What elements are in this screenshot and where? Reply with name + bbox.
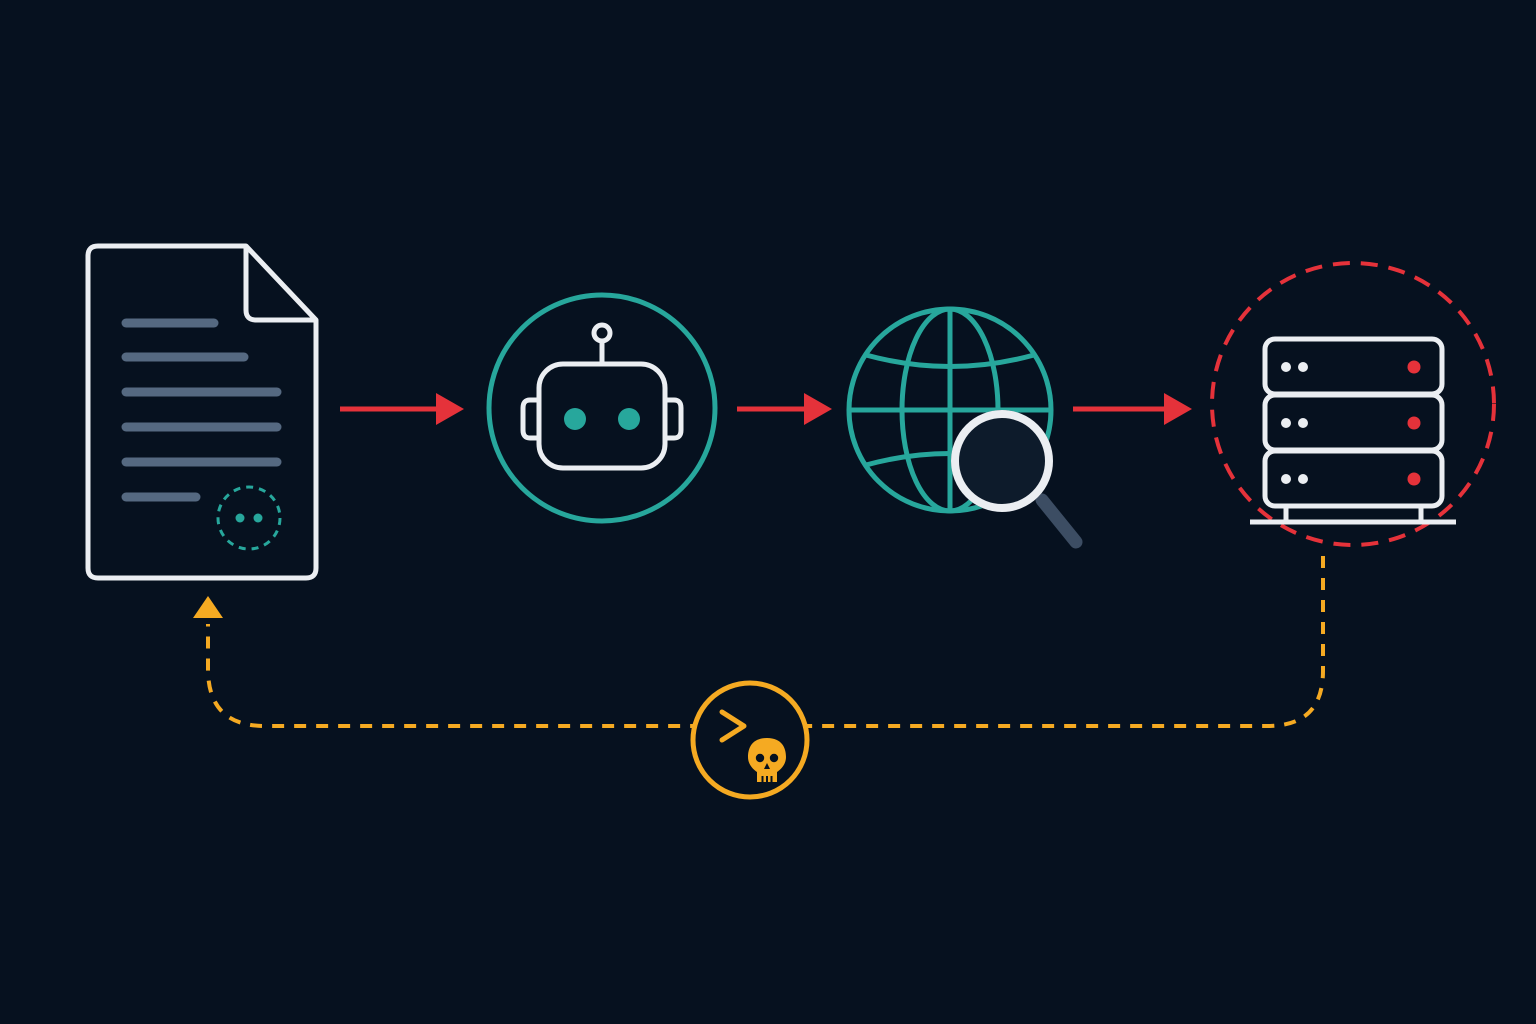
magnifier-icon <box>951 410 1083 549</box>
server-rack-icon <box>1210 261 1496 547</box>
document-icon <box>85 243 319 581</box>
feedback-arrowhead <box>193 596 223 618</box>
document-text-lines <box>121 318 282 502</box>
skull-icon <box>748 738 786 782</box>
arrow-robot-to-globe <box>737 393 832 425</box>
dashed-eyes-icon <box>216 485 282 551</box>
globe-search-icon <box>846 306 1083 549</box>
feedback-path <box>193 556 1325 728</box>
terminal-prompt-icon <box>719 709 747 743</box>
robot-icon <box>486 292 718 524</box>
arrow-document-to-robot <box>340 393 464 425</box>
arrow-globe-to-server <box>1073 393 1192 425</box>
malicious-command-icon <box>690 680 810 800</box>
